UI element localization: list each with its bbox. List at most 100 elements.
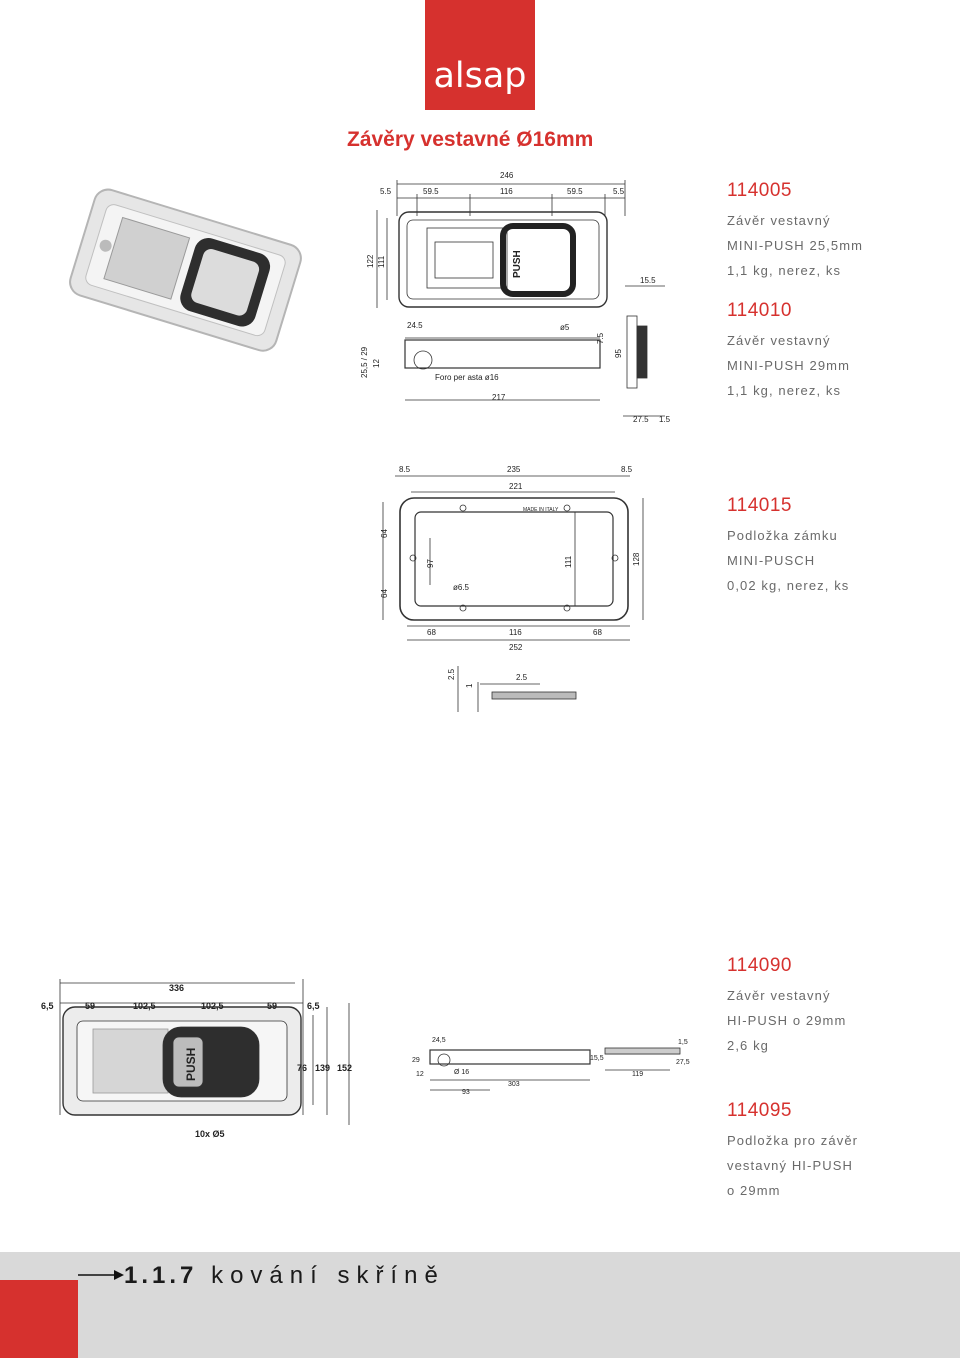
dim-label: 217 (492, 393, 506, 402)
dim-label: 246 (500, 171, 514, 180)
dim-label: ø5 (560, 323, 570, 332)
dim-label: 68 (593, 628, 602, 637)
product-code: 114010 (727, 300, 792, 321)
dim-label: 5.5 (613, 187, 625, 196)
dim-label: 93 (462, 1089, 470, 1096)
dim-label: 1,5 (678, 1039, 688, 1046)
drawing-mini-push: 246 5.5 59.5 116 59.5 5.5 122 111 15.5 P… (360, 171, 671, 424)
dim-label: 111 (377, 255, 386, 268)
arrow-icon (78, 1270, 124, 1280)
dim-label: ø6.5 (453, 583, 470, 592)
product-114015: 114015 Podložka zámku MINI-PUSCH 0,02 kg… (727, 495, 849, 598)
product-line: 1,1 kg, nerez, ks (727, 263, 842, 278)
dim-label: 24,5 (432, 1037, 446, 1044)
product-114095: 114095 Podložka pro závěr vestavný HI-PU… (727, 1100, 858, 1203)
product-114010: 114010 Závěr vestavný MINI-PUSH 29mm 1,1… (727, 300, 850, 403)
product-line: 1,1 kg, nerez, ks (727, 383, 842, 398)
dim-label: 64 (380, 529, 389, 538)
dim-label: 68 (427, 628, 436, 637)
section-number: 1.1.7 (124, 1262, 198, 1289)
product-line: Podložka pro závěr (727, 1133, 859, 1148)
section-title: kování skříně (211, 1262, 445, 1289)
dim-label: 119 (632, 1071, 643, 1078)
product-114005: 114005 Závěr vestavný MINI-PUSH 25,5mm 1… (727, 180, 863, 283)
dim-label: 24.5 (407, 321, 423, 330)
dim-label: 59 (267, 1001, 277, 1011)
product-line: MINI-PUSCH (727, 553, 816, 568)
drawing-mini-pusch-plate: 8.5 235 8.5 221 MADE IN ITALY 64 64 97 1… (380, 465, 644, 652)
dim-label: 27,5 (676, 1059, 690, 1066)
dim-label: Ø 16 (454, 1069, 469, 1076)
product-line: MINI-PUSH 25,5mm (727, 238, 864, 253)
dim-label: 303 (508, 1081, 520, 1088)
dim-label: 7.5 (596, 332, 605, 344)
brand-logo: alsap (425, 0, 535, 110)
drawing-hi-push: 336 6,5 59 102,5 102,5 59 6,5 76 139 152… (41, 979, 352, 1139)
product-code: 114005 (727, 180, 792, 201)
product-line: MINI-PUSH 29mm (727, 358, 851, 373)
dim-label: 235 (507, 465, 521, 474)
push-label: PUSH (184, 1048, 198, 1081)
dim-label: 221 (509, 482, 523, 491)
dim-label: 102,5 (133, 1001, 156, 1011)
dim-label: 128 (632, 552, 641, 566)
dim-label: 59.5 (423, 187, 439, 196)
product-line: Závěr vestavný (727, 988, 831, 1003)
dim-label: 1.5 (659, 415, 671, 424)
dim-label: 2.5 (447, 668, 456, 680)
dim-label: 2.5 (516, 673, 528, 682)
push-label: PUSH (512, 250, 523, 278)
dim-label: 8.5 (399, 465, 411, 474)
dim-label: 139 (315, 1063, 330, 1073)
dim-label: 12 (372, 359, 381, 368)
product-line: Podložka zámku (727, 528, 838, 543)
lock-photo (69, 188, 302, 352)
dim-label: 15,5 (590, 1055, 604, 1062)
dim-label: 116 (509, 628, 522, 637)
dim-label: 111 (564, 555, 573, 568)
dim-label: 5.5 (380, 187, 392, 196)
dim-label: 1 (465, 683, 474, 688)
product-line: Závěr vestavný (727, 333, 831, 348)
plate-text: MADE IN ITALY (523, 507, 559, 513)
dim-label: 6,5 (41, 1001, 54, 1011)
dim-label: 12 (416, 1071, 424, 1078)
dim-label: 252 (509, 643, 523, 652)
footer-accent (0, 1280, 78, 1358)
product-code: 114095 (727, 1100, 792, 1121)
dim-label: 25,5 / 29 (360, 346, 369, 378)
dim-label: 102,5 (201, 1001, 224, 1011)
footer-section: 1.1.7 kování skříně (124, 1262, 445, 1290)
page-title: Závěry vestavné Ø16mm (347, 128, 594, 151)
dim-label: 122 (366, 254, 375, 268)
product-114090: 114090 Závěr vestavný HI-PUSH o 29mm 2,6… (727, 955, 846, 1058)
logo-text: alsap (433, 56, 527, 96)
dim-label: 336 (169, 983, 184, 993)
dim-label: 116 (500, 187, 513, 196)
drawing-hi-push-side: 24,5 29 12 Ø 16 303 93 15,5 119 1,5 27,5 (412, 1037, 690, 1096)
dim-label: 152 (337, 1063, 352, 1073)
product-code: 114015 (727, 495, 792, 516)
dim-label: 15.5 (640, 276, 656, 285)
dim-label: 29 (412, 1057, 420, 1064)
dim-label: 64 (380, 589, 389, 598)
dim-label: Foro per asta ø16 (435, 373, 499, 382)
dim-label: 59.5 (567, 187, 583, 196)
dim-label: 97 (426, 559, 435, 568)
product-line: 2,6 kg (727, 1038, 770, 1053)
dim-label: 59 (85, 1001, 95, 1011)
dim-label: 10x Ø5 (195, 1129, 225, 1139)
drawing-plate-profile: 2.5 1 2.5 (447, 666, 577, 712)
product-line: vestavný HI-PUSH (727, 1158, 853, 1173)
product-line: HI-PUSH o 29mm (727, 1013, 847, 1028)
product-line: o 29mm (727, 1183, 781, 1198)
dim-label: 95 (614, 349, 623, 358)
dim-label: 6,5 (307, 1001, 320, 1011)
dim-label: 8.5 (621, 465, 633, 474)
footer-bar (0, 1252, 960, 1358)
product-code: 114090 (727, 955, 792, 976)
product-line: Závěr vestavný (727, 213, 831, 228)
dim-label: 27.5 (633, 415, 649, 424)
dim-label: 76 (297, 1063, 307, 1073)
product-line: 0,02 kg, nerez, ks (727, 578, 850, 593)
